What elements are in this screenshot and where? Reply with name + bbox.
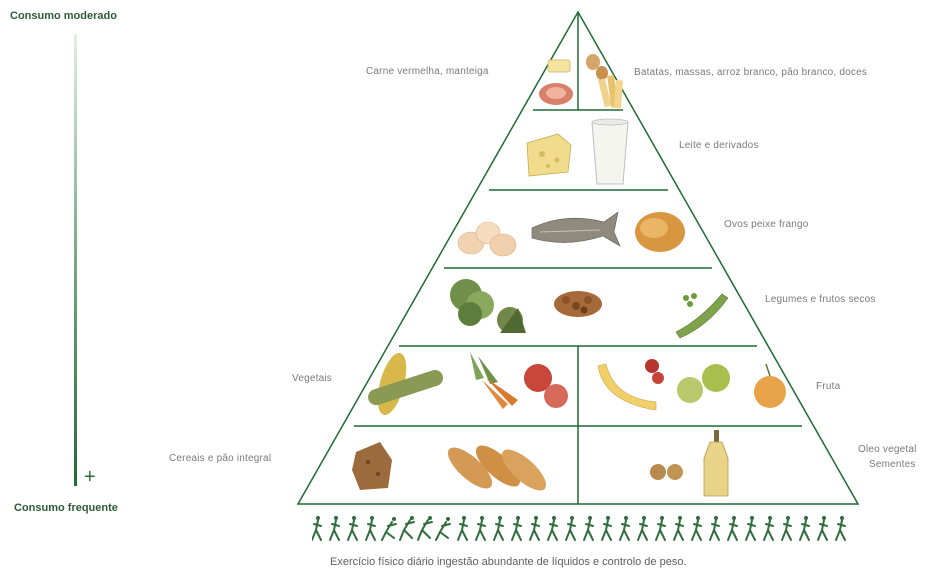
label-cereals-wholegrain: Cereais e pão integral — [169, 453, 271, 464]
label-red-meat-butter: Carne vermelha, manteiga — [366, 66, 489, 77]
exercise-figures — [312, 516, 852, 548]
label-legumes-nuts: Legumes e frutos secos — [765, 294, 876, 305]
label-potatoes-pasta: Batatas, massas, arroz branco, pão branc… — [634, 67, 867, 78]
label-eggs-fish-chicken: Ovos peixe frango — [724, 219, 809, 230]
milk-glass-image — [592, 119, 628, 184]
label-vegetable-oil: Óleo vegetal — [858, 444, 936, 455]
nuts-image — [554, 291, 602, 317]
label-milk-dairy: Leite e derivados — [679, 140, 759, 151]
footer-caption: Exercício físico diário ingestão abundan… — [330, 556, 687, 568]
label-fruit: Fruta — [816, 381, 840, 392]
label-vegetables: Vegetais — [292, 373, 332, 384]
label-seeds: Sementes — [869, 459, 916, 470]
chicken-image — [635, 212, 685, 252]
